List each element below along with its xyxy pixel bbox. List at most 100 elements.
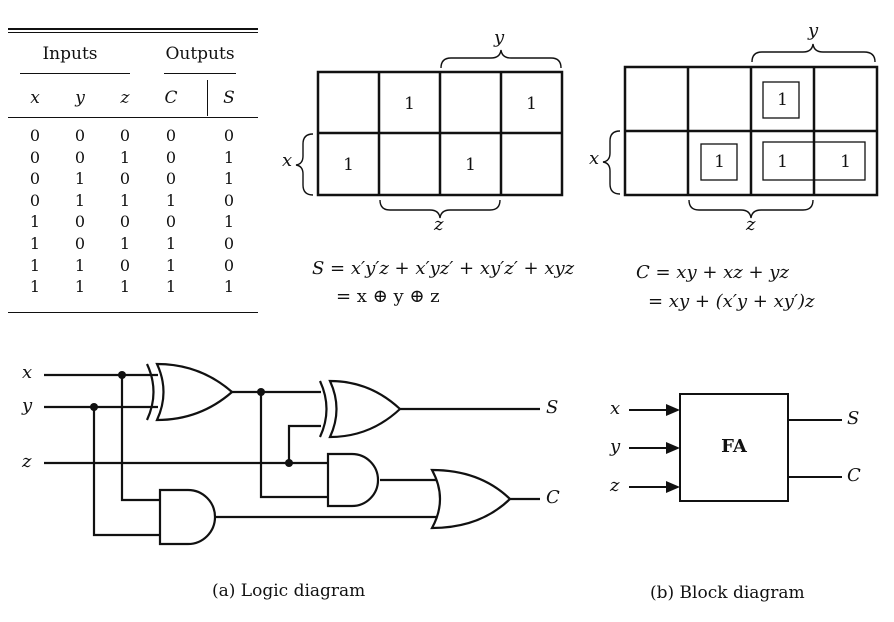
equation-s-line1: S = x′y′z + x′yz′ + xy′z′ + xyz [312, 258, 575, 279]
xor-gate-1 [146, 362, 234, 422]
table-cell: 1 [223, 212, 235, 231]
logic-input-x: x [22, 362, 33, 383]
table-cell: 0 [223, 126, 235, 145]
table-cell: 1 [29, 277, 41, 296]
logic-input-y: y [22, 395, 33, 416]
table-cell: 0 [74, 234, 86, 253]
table-cell: 0 [165, 212, 177, 231]
block-input-y: y [610, 436, 621, 457]
header-bottom-rule [8, 117, 258, 118]
kmap-s-brace-y [440, 49, 562, 69]
table-cell: 0 [74, 148, 86, 167]
logic-input-z: z [22, 451, 32, 472]
block-input-x: x [610, 398, 621, 419]
kmap-c-brace-z [688, 199, 814, 219]
table-cell: 0 [165, 148, 177, 167]
kmap-s-cell: 1 [465, 155, 476, 175]
table-cell: 1 [29, 256, 41, 275]
table-cell: 1 [119, 191, 131, 210]
table-cell: 1 [119, 277, 131, 296]
kmap-c-brace-y [751, 43, 876, 63]
kmap-c-var-z: z [746, 214, 756, 235]
kmap-c-cell: 1 [714, 152, 725, 172]
kmap-s-brace-x [295, 133, 314, 196]
table-cell: 1 [223, 148, 235, 167]
table-cell: 1 [223, 277, 235, 296]
kmap-s-cell: 1 [343, 155, 354, 175]
kmap-c-cell: 1 [777, 152, 788, 172]
table-cell: 0 [29, 126, 41, 145]
kmap-s-var-z: z [434, 214, 444, 235]
table-cell: 1 [165, 234, 177, 253]
block-input-arrowheads [666, 404, 680, 493]
block-label: FA [721, 436, 747, 457]
or-gate [430, 468, 512, 530]
kmap-c-cell: 1 [840, 152, 851, 172]
table-cell: 0 [29, 191, 41, 210]
table-cell: 0 [119, 212, 131, 231]
logic-diagram-caption: (a) Logic diagram [212, 581, 366, 601]
table-cell: 0 [223, 191, 235, 210]
kmap-s-grid [316, 70, 564, 197]
col-header-y: y [75, 88, 85, 108]
kmap-c-cell: 1 [777, 90, 788, 110]
kmap-c-groupings [700, 81, 866, 181]
kmap-s-var-y: y [494, 27, 505, 48]
table-cell: 0 [74, 212, 86, 231]
kmap-c-var-x: x [589, 148, 600, 169]
table-top-rule [8, 28, 258, 30]
kmap-s-brace-z [379, 199, 501, 219]
logic-output-s: S [546, 397, 559, 418]
table-cell: 0 [165, 126, 177, 145]
kmap-c-brace-x [602, 130, 621, 195]
col-header-z: z [120, 88, 130, 108]
kmap-s-cell: 1 [404, 94, 415, 114]
equation-s-line2: = x ⊕ y ⊕ z [336, 286, 440, 307]
col-header-C: C [164, 88, 178, 108]
xor-gate-2 [319, 379, 402, 439]
table-cell: 0 [119, 126, 131, 145]
table-cell: 1 [165, 277, 177, 296]
equation-c-line1: C = xy + xz + yz [636, 262, 789, 283]
col-header-x: x [30, 88, 40, 108]
table-cell: 1 [165, 191, 177, 210]
full-adder-block [629, 393, 842, 502]
kmap-s-cell: 1 [526, 94, 537, 114]
table-cell: 1 [223, 169, 235, 188]
outputs-group-rule [164, 73, 236, 74]
equation-c-line2: = xy + (x′y + xy′)z [648, 291, 815, 312]
logic-diagram-junctions [90, 371, 293, 467]
table-cell: 1 [74, 191, 86, 210]
inputs-group-header: Inputs [42, 44, 98, 64]
table-cell: 0 [223, 256, 235, 275]
and-gate-1 [326, 452, 380, 508]
table-cell: 1 [74, 169, 86, 188]
table-cell: 1 [74, 256, 86, 275]
block-output-s: S [847, 408, 860, 429]
col-header-S: S [223, 88, 235, 108]
table-top-rule-2 [8, 32, 258, 33]
col-header-divider [207, 80, 208, 116]
table-cell: 0 [223, 234, 235, 253]
table-cell: 1 [74, 277, 86, 296]
and-gate-2 [158, 488, 217, 546]
block-input-z: z [610, 475, 620, 496]
inputs-group-rule [20, 73, 130, 74]
table-cell: 1 [119, 234, 131, 253]
kmap-s-var-x: x [282, 150, 293, 171]
block-output-c: C [847, 465, 861, 486]
table-cell: 1 [119, 148, 131, 167]
kmap-c-var-y: y [808, 20, 819, 41]
table-cell: 0 [119, 169, 131, 188]
table-cell: 1 [165, 256, 177, 275]
table-cell: 0 [165, 169, 177, 188]
kmap-c-grid [623, 65, 879, 197]
outputs-group-header: Outputs [165, 44, 235, 64]
table-cell: 1 [29, 234, 41, 253]
block-diagram-caption: (b) Block diagram [650, 583, 805, 603]
table-cell: 0 [29, 169, 41, 188]
logic-output-c: C [546, 487, 560, 508]
table-cell: 0 [119, 256, 131, 275]
table-cell: 1 [29, 212, 41, 231]
